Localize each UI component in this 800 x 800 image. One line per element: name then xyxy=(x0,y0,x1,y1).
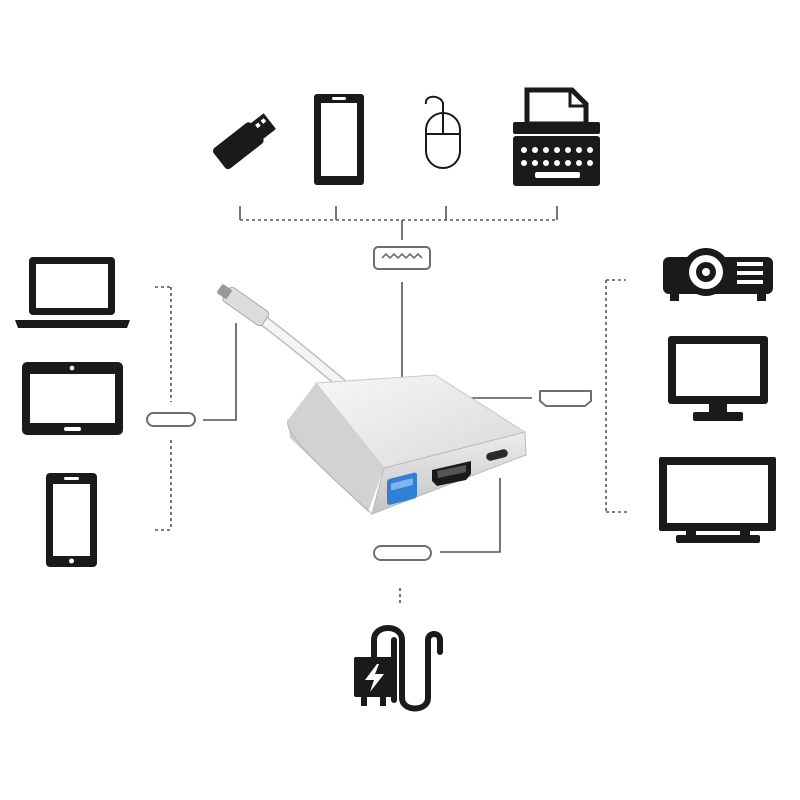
top-devices-bracket xyxy=(239,206,558,240)
hdmi-port xyxy=(432,461,471,486)
lightning-bolt-icon xyxy=(365,664,384,692)
tablet-icon xyxy=(22,362,123,435)
usb-c-power-to-hub-line xyxy=(440,478,501,553)
left-devices-bracket xyxy=(155,286,172,531)
usb-c-port-symbol-bottom xyxy=(373,545,432,561)
usb-a-port xyxy=(387,472,417,505)
usb-c-port-symbol-left xyxy=(146,412,196,427)
smartphone-left-icon xyxy=(46,473,97,567)
printer-icon xyxy=(513,87,600,186)
projector-icon xyxy=(663,248,773,301)
usb-c-port xyxy=(486,449,508,461)
laptop-icon xyxy=(15,257,130,328)
usb-c-hub-adapter xyxy=(287,374,527,515)
television-icon xyxy=(659,457,776,543)
usb-a-port-symbol xyxy=(373,246,431,270)
monitor-icon xyxy=(668,336,768,421)
hdmi-port-symbol xyxy=(539,390,592,407)
right-devices-bracket xyxy=(605,279,630,513)
smartphone-icon xyxy=(314,94,364,185)
mouse-icon xyxy=(424,95,461,169)
charger-icon xyxy=(354,625,443,712)
usb-c-left-to-cable-line xyxy=(203,323,237,421)
usb-flash-drive-icon xyxy=(213,113,276,170)
